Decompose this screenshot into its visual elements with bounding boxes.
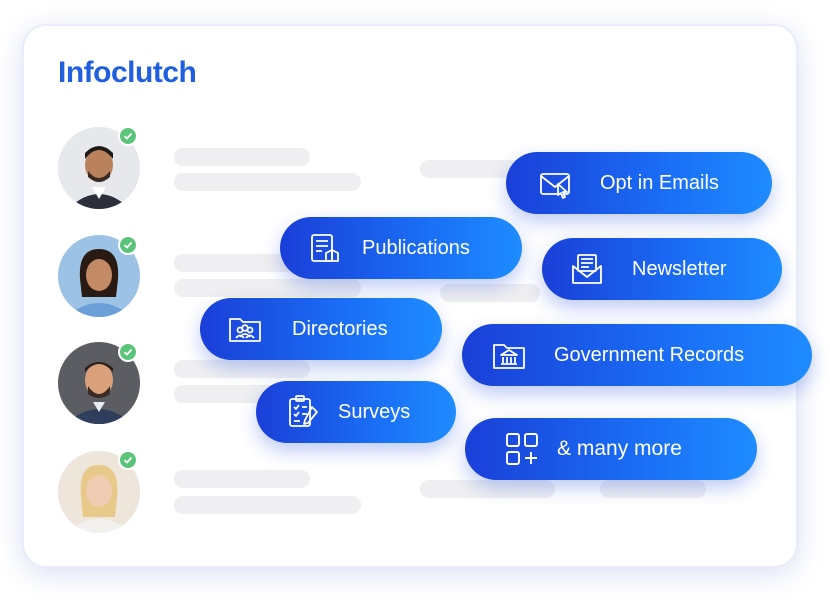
source-pill-government-records: Government Records <box>462 324 812 386</box>
placeholder-line <box>174 173 361 191</box>
person-photo-icon <box>58 451 140 533</box>
apps-grid-icon <box>506 433 538 465</box>
source-pill-surveys: Surveys <box>256 381 456 443</box>
placeholder-line <box>420 160 530 178</box>
source-label: Directories <box>292 317 388 340</box>
verified-check-icon <box>118 342 138 362</box>
source-label: Surveys <box>338 400 411 423</box>
placeholder-line <box>420 480 555 498</box>
placeholder-line <box>174 470 310 488</box>
verified-check-icon <box>118 450 138 470</box>
placeholder-line <box>174 148 310 166</box>
source-label: Newsletter <box>632 257 727 280</box>
newsletter-envelope-icon <box>572 254 602 284</box>
source-pill-newsletter: Newsletter <box>542 238 782 300</box>
source-pill-opt-in-emails: Opt in Emails <box>506 152 772 214</box>
placeholder-line <box>600 480 706 498</box>
contact-avatar-3 <box>58 342 140 424</box>
verified-check-icon <box>118 126 138 146</box>
placeholder-line <box>174 254 294 272</box>
brand-logo: Infoclutch <box>58 56 197 89</box>
source-label: Publications <box>362 236 470 259</box>
source-pill-directories: Directories <box>200 298 442 360</box>
placeholder-line <box>440 284 540 302</box>
source-label: Opt in Emails <box>600 171 719 194</box>
placeholder-line <box>174 279 361 297</box>
envelope-cursor-icon <box>540 173 570 199</box>
contact-avatar-2 <box>58 235 140 317</box>
placeholder-line <box>174 360 310 378</box>
verified-check-icon <box>118 235 138 255</box>
person-photo-icon <box>58 127 140 209</box>
source-label: Government Records <box>554 343 745 366</box>
government-building-icon <box>493 344 525 369</box>
clipboard-pen-icon <box>289 395 318 427</box>
placeholder-line <box>174 496 361 514</box>
newspaper-icon <box>311 234 339 262</box>
person-photo-icon <box>58 235 140 317</box>
source-label: & many more <box>557 437 682 460</box>
folder-users-icon <box>229 318 261 342</box>
source-pill-publications: Publications <box>280 217 522 279</box>
source-pill-many-more: & many more <box>465 418 757 480</box>
